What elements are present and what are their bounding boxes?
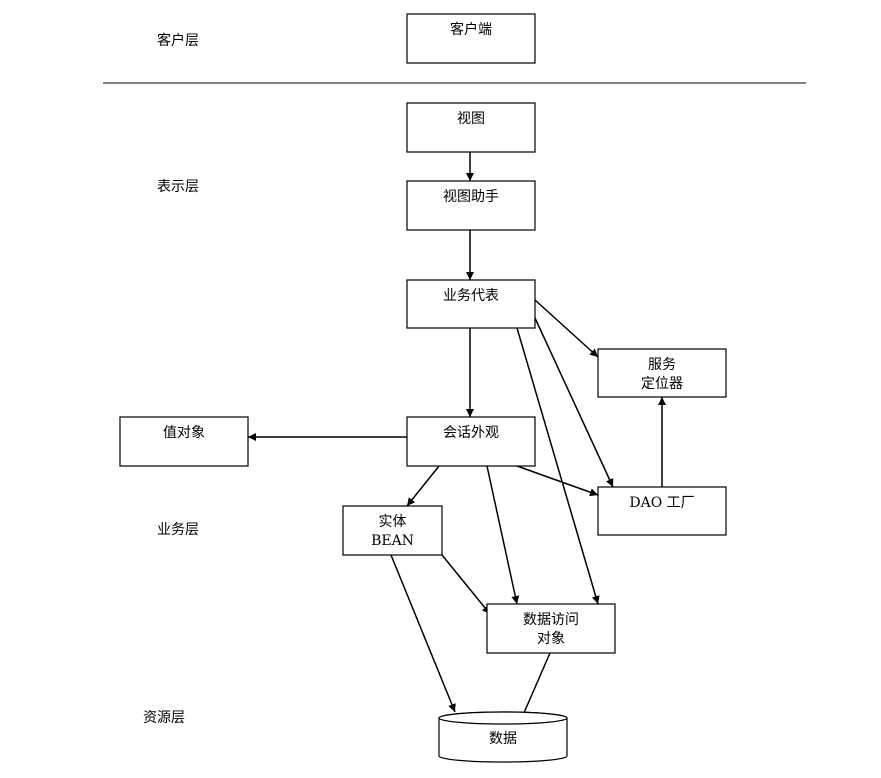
edge-group	[248, 152, 666, 723]
edge-data-access-object-to-data	[519, 652, 551, 723]
node-business-delegate: 业务代表	[406, 279, 536, 329]
node-label: 会话外观	[443, 425, 499, 441]
node-value-object: 值对象	[119, 416, 249, 467]
edge-session-facade-to-entity-bean	[406, 465, 440, 507]
node-client: 客户端	[406, 13, 536, 64]
node-view: 视图	[406, 102, 536, 153]
node-view-helper: 视图助手	[406, 180, 536, 231]
node-dao-factory: DAO 工厂	[597, 486, 727, 536]
edge-entity-bean-to-data	[390, 554, 456, 713]
node-shape-box	[406, 13, 536, 64]
node-shape-cylinder-top	[438, 711, 568, 725]
edge-session-facade-to-dao-factory	[516, 465, 599, 497]
node-shape-box	[406, 416, 536, 467]
node-shape-box	[406, 102, 536, 153]
node-shape-box	[486, 603, 616, 654]
node-label: 定位器	[641, 376, 683, 392]
node-label: BEAN	[371, 533, 414, 549]
node-data: 数据	[438, 711, 568, 763]
node-shape-box	[597, 486, 727, 536]
node-entity-bean: 实体 BEAN	[342, 505, 443, 556]
node-label: 值对象	[163, 425, 205, 441]
edge-entity-bean-to-data-access-object	[441, 554, 491, 615]
node-session-facade: 会话外观	[406, 416, 536, 467]
node-label: 实体	[379, 514, 407, 530]
node-shape-box	[406, 180, 536, 231]
layer-label-resource: 资源层	[143, 710, 185, 726]
node-label: 视图	[457, 111, 485, 127]
node-label: DAO 工厂	[629, 495, 694, 511]
node-label: 视图助手	[443, 189, 499, 205]
node-label: 对象	[537, 631, 565, 647]
node-label: 数据访问	[523, 612, 579, 628]
node-shape-box	[406, 279, 536, 329]
edge-session-facade-to-data-access-object	[486, 465, 520, 605]
layer-label-business: 业务层	[157, 522, 199, 538]
node-shape-box	[119, 416, 249, 467]
layer-label-presentation: 表示层	[157, 179, 199, 195]
node-label: 业务代表	[443, 288, 499, 304]
node-shape-box	[342, 505, 443, 556]
node-shape-box	[597, 348, 727, 398]
edge-business-delegate-to-data-access-object	[516, 327, 600, 605]
node-label: 客户端	[450, 21, 492, 38]
layer-label-client: 客户层	[157, 32, 199, 49]
edge-business-delegate-to-dao-factory	[534, 317, 614, 488]
edge-business-delegate-to-service-locator	[534, 299, 599, 358]
node-label: 服务	[648, 357, 676, 373]
node-label: 数据	[489, 731, 517, 747]
